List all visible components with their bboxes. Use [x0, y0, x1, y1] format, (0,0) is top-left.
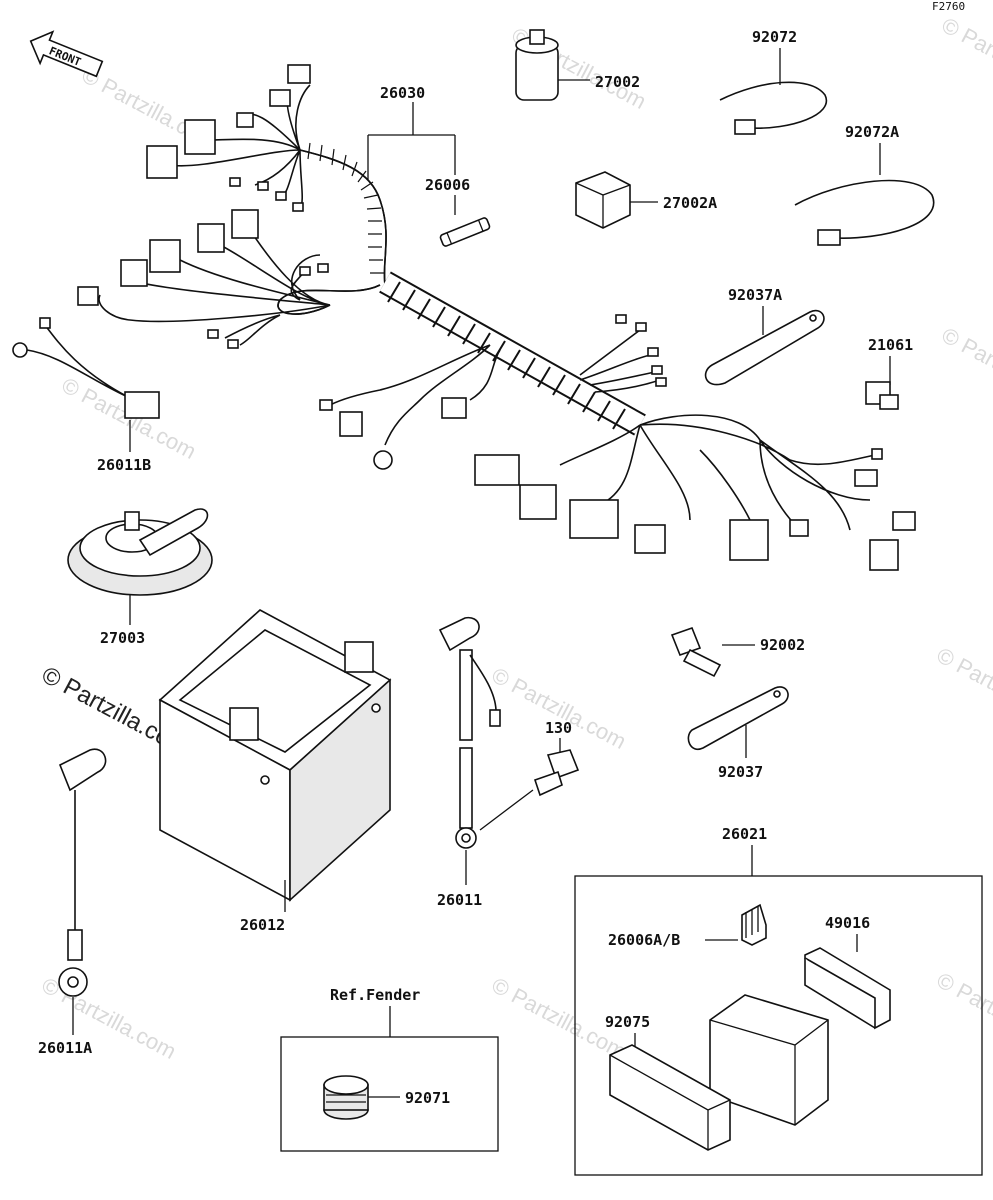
middle-left-connectors — [77, 209, 331, 349]
label-92071: 92071 — [405, 1089, 450, 1107]
label-26011b: 26011B — [97, 456, 151, 474]
leader-130 — [479, 738, 561, 831]
label-27002: 27002 — [595, 73, 640, 91]
label-21061: 21061 — [868, 336, 913, 354]
label-92072a: 92072A — [845, 123, 899, 141]
battery-26012 — [158, 609, 392, 902]
label-92037: 92037 — [718, 763, 763, 781]
label-92002: 92002 — [760, 636, 805, 654]
label-26030: 26030 — [380, 84, 425, 102]
cable-tie-92072 — [719, 81, 828, 135]
label-26011a: 26011A — [38, 1039, 92, 1057]
strap-92037 — [687, 686, 789, 751]
kit-26021-box — [574, 875, 983, 1176]
fuse-26006ab — [741, 903, 767, 946]
label-49016: 49016 — [825, 914, 870, 932]
coil-rings — [307, 142, 384, 274]
center-connectors — [319, 344, 501, 470]
lead-26011b — [12, 317, 160, 419]
label-92072: 92072 — [752, 28, 797, 46]
ref-fender-box — [280, 1036, 499, 1152]
watermark: © Partzilla.com — [938, 322, 993, 414]
bracket-49016 — [804, 947, 891, 1030]
watermark: © Partzilla.com — [938, 12, 993, 104]
watermark: © Partzilla.com — [488, 662, 631, 754]
label-26006: 26006 — [425, 176, 470, 194]
watermark: © Partzilla.com — [933, 967, 993, 1059]
bolt-92002 — [670, 626, 722, 678]
upper-left-connectors — [146, 64, 311, 212]
label-26011: 26011 — [437, 891, 482, 909]
relay-27002a — [575, 171, 631, 229]
horn-27003 — [67, 508, 213, 596]
cable-26011a — [58, 748, 107, 997]
bolt-130 — [533, 749, 580, 797]
grommet-92071 — [323, 1075, 369, 1120]
right-branches — [474, 314, 916, 571]
label-92037a: 92037A — [728, 286, 782, 304]
fuse-26006 — [439, 217, 491, 247]
figure-code: F2760 — [932, 0, 965, 13]
watermark: © Partzilla.com — [933, 642, 993, 734]
front-arrow: FRONT — [29, 30, 104, 78]
strap-92037a — [704, 309, 825, 386]
relay-27002 — [515, 29, 559, 101]
leader-26030 — [367, 102, 456, 180]
main-harness — [77, 64, 916, 571]
label-26006ab: 26006A/B — [608, 931, 680, 949]
label-92075: 92075 — [605, 1013, 650, 1031]
label-ref-fender: Ref.Fender — [330, 986, 420, 1004]
label-26012: 26012 — [240, 916, 285, 934]
cover-92075 — [609, 1044, 731, 1151]
cable-26011 — [438, 616, 501, 849]
label-27002a: 27002A — [663, 194, 717, 212]
clip-21061 — [865, 381, 899, 410]
label-27003: 27003 — [100, 629, 145, 647]
label-130: 130 — [545, 719, 572, 737]
cable-tie-92072a — [794, 179, 935, 246]
label-26021: 26021 — [722, 825, 767, 843]
